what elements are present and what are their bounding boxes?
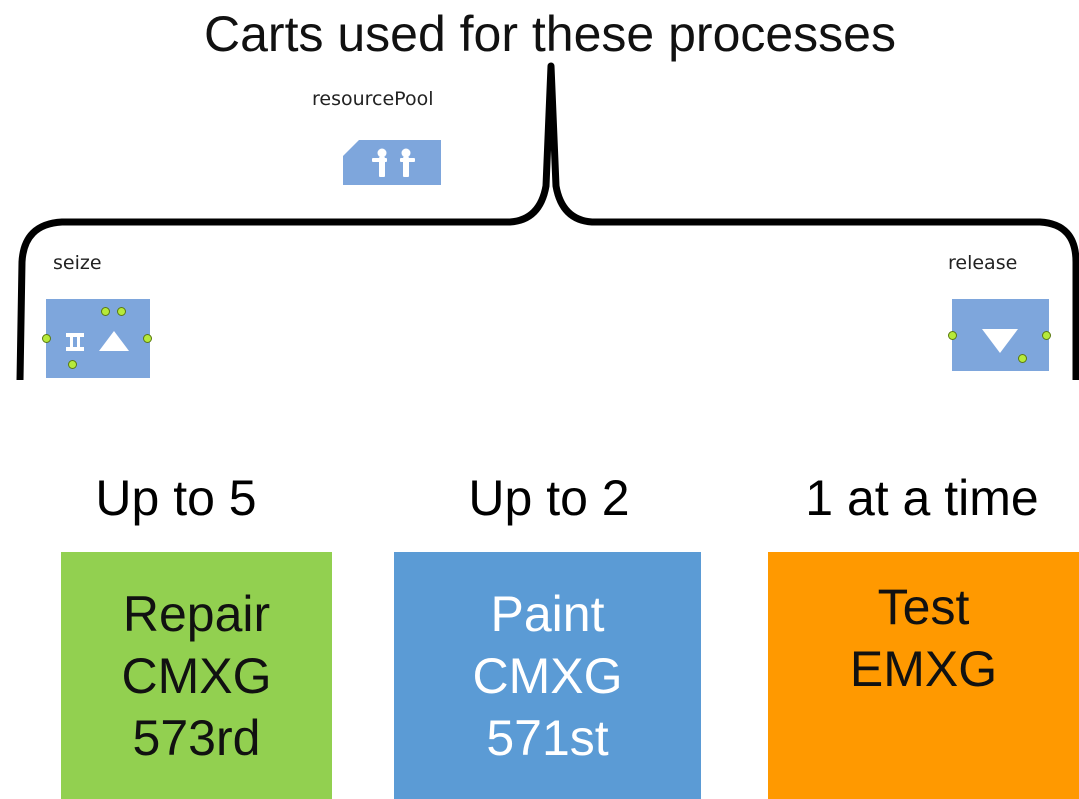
station-org: CMXG [121,647,272,704]
release-block[interactable] [948,299,1051,371]
resource-pool-icon [343,140,441,185]
release-in-port[interactable] [948,331,957,340]
resource-pool-label: resourcePool [312,88,434,110]
seize-block[interactable] [42,299,152,378]
release-bottom-port[interactable] [1018,354,1027,363]
station-unit: 573rd [132,709,261,766]
seize-in-port[interactable] [42,334,51,343]
seize-label: seize [53,252,102,274]
station-box-repair: Repair CMXG 573rd [61,552,332,799]
station-org: EMXG [849,641,998,697]
release-label: release [948,252,1018,274]
station-name: Paint [490,585,605,642]
seize-icon [66,331,129,351]
diagram-title: Carts used for these processes [204,6,896,62]
capacity-paint: Up to 2 [468,470,630,526]
capacity-test: 1 at a time [805,470,1039,526]
station-name: Repair [122,585,271,642]
station-box-test: Test EMXG [768,552,1079,799]
capacity-repair: Up to 5 [95,470,257,526]
release-icon [982,329,1018,353]
station-box-paint: Paint CMXG 571st [394,552,701,799]
seize-top-port-2[interactable] [117,307,126,316]
station-unit: 571st [486,709,609,766]
seize-out-port[interactable] [143,334,152,343]
station-org: CMXG [472,647,623,704]
seize-bottom-port[interactable] [68,360,77,369]
resource-pool-block[interactable] [343,140,441,185]
seize-top-port-1[interactable] [101,307,110,316]
release-out-port[interactable] [1042,331,1051,340]
station-name: Test [877,579,970,635]
